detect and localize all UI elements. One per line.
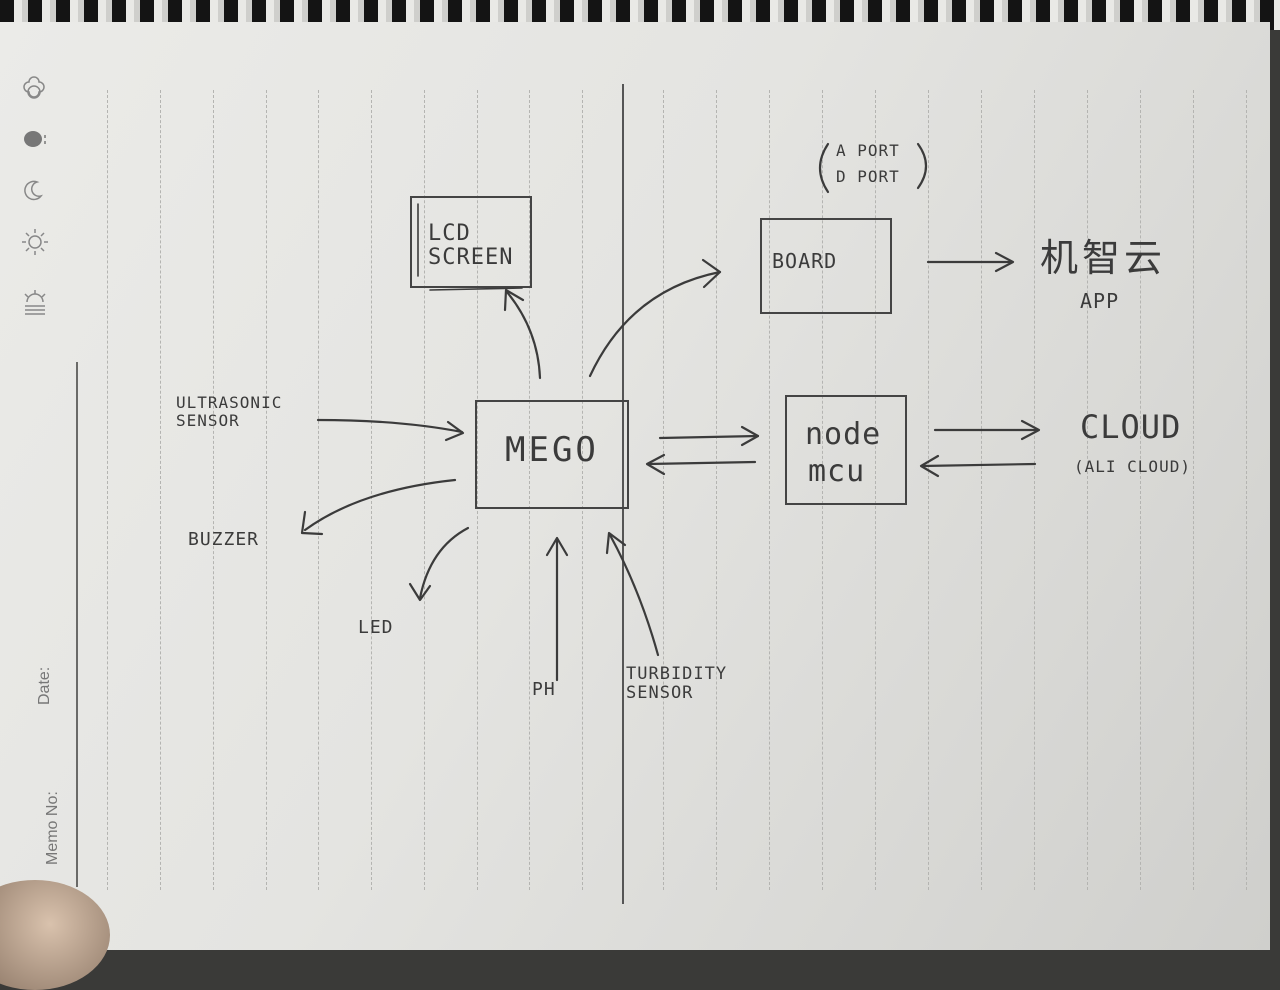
arrow-mego-to-nodemcu	[658, 425, 760, 447]
cloud-icon	[23, 76, 45, 99]
ultrasonic-sensor-label: ULTRASONIC SENSOR	[176, 393, 283, 430]
mego-box	[475, 400, 629, 509]
cloud-label: CLOUD	[1080, 408, 1182, 446]
mego-label: MEGO	[505, 430, 599, 470]
arrow-nodemcu-to-mego	[645, 453, 757, 476]
arrow-cloud-to-nodemcu	[919, 454, 1037, 478]
buzzer-label: BUZZER	[188, 529, 260, 550]
center-rule	[622, 84, 624, 904]
app-label: APP	[1080, 289, 1120, 313]
arrow-mego-to-led	[408, 526, 470, 602]
arrow-ultrasonic-to-mego	[316, 418, 465, 442]
d-port-label: D PORT	[836, 167, 900, 186]
arrow-board-to-app	[926, 251, 1015, 273]
nodemcu-box	[785, 395, 907, 505]
lcd-screen-box	[410, 196, 532, 288]
arrow-ph-to-mego	[545, 536, 569, 682]
sun-icon	[22, 229, 48, 255]
diagram-arrows	[0, 0, 1280, 960]
nodemcu-label-line1: node	[805, 417, 882, 452]
moon-icon	[24, 180, 44, 201]
arrow-mego-to-lcd	[503, 288, 542, 380]
led-label: LED	[358, 617, 394, 638]
margin-rule	[76, 362, 78, 887]
lcd-underline	[429, 287, 523, 291]
arrow-mego-to-buzzer	[300, 478, 457, 536]
arrow-turbidity-to-mego	[605, 531, 660, 657]
arrow-nodemcu-to-cloud	[933, 419, 1041, 441]
app-cn-label: 机智云	[1040, 236, 1167, 280]
notebook-page	[0, 22, 1270, 950]
board-label: BOARD	[772, 249, 838, 273]
ph-label: PH	[532, 679, 556, 700]
nodemcu-label-line2: mcu	[808, 454, 866, 489]
lcd-screen-label: LCD SCREEN	[428, 221, 514, 271]
ports-bracket	[818, 142, 928, 194]
a-port-label: A PORT	[836, 141, 900, 160]
board-box	[760, 218, 892, 314]
ali-cloud-label: (ALI CLOUD)	[1074, 457, 1191, 476]
sun-haze-icon	[24, 290, 46, 315]
turbidity-sensor-label: TURBIDITY SENSOR	[626, 664, 728, 703]
arrow-mego-to-board	[588, 258, 722, 378]
cloud-rain-icon	[24, 131, 46, 147]
